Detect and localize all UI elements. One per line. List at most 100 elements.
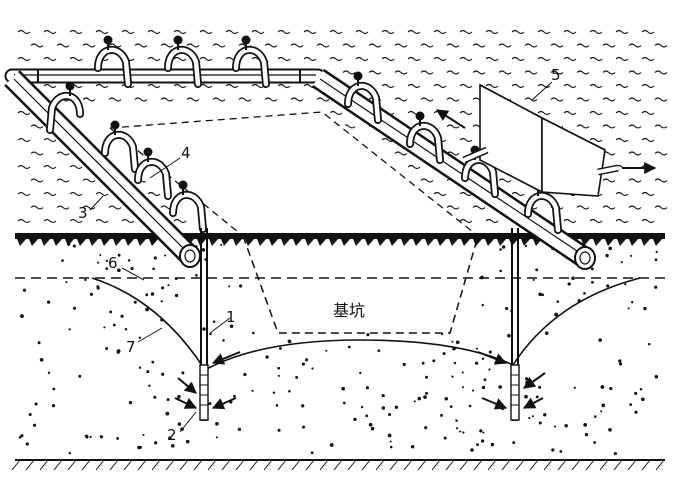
filter-pipe-right: [510, 364, 520, 421]
soil-wave: [56, 43, 70, 48]
soil-wave: [602, 70, 616, 75]
soil-wave: [160, 97, 174, 102]
soil-wave: [43, 191, 57, 197]
soil-wave: [56, 151, 70, 156]
connector-hose: [101, 120, 139, 173]
soil-wave: [43, 29, 57, 35]
soil-wave: [212, 43, 226, 48]
soil-wave: [30, 43, 44, 48]
soil-wave: [563, 110, 577, 116]
soil-wave: [277, 56, 291, 62]
soil-wave: [654, 97, 668, 102]
soil-wave: [602, 205, 616, 210]
soil-wave: [537, 29, 551, 35]
soil-wave: [433, 29, 447, 35]
pit-top-area: [40, 102, 470, 240]
soil-wave: [160, 43, 174, 48]
soil-wave: [485, 56, 499, 62]
soil-wave: [589, 137, 603, 143]
soil-wave: [147, 56, 161, 62]
soil-wave: [329, 56, 343, 62]
header-pipe-back: [4, 68, 326, 84]
soil-wave: [654, 124, 668, 129]
soil-wave: [446, 43, 460, 48]
soil-wave: [329, 110, 343, 116]
soil-wave: [186, 97, 200, 102]
soil-wave: [56, 178, 70, 183]
soil-wave: [355, 29, 369, 35]
soil-wave: [472, 70, 486, 75]
soil-wave: [576, 97, 590, 102]
soil-wave: [420, 97, 434, 102]
soil-wave: [121, 29, 135, 35]
soil-wave: [576, 70, 590, 75]
soil-wave: [381, 56, 395, 62]
soil-wave: [381, 29, 395, 35]
soil-wave: [316, 97, 330, 102]
soil-wave: [641, 110, 655, 116]
soil-wave: [511, 191, 525, 197]
soil-wave: [589, 83, 603, 89]
soil-wave: [316, 43, 330, 48]
pit-outline: [242, 235, 479, 334]
soil-wave: [550, 43, 564, 48]
soil-wave: [43, 83, 57, 89]
soil-wave: [524, 70, 538, 75]
soil-wave: [498, 178, 512, 183]
soil-wave: [277, 29, 291, 35]
soil-wave: [641, 137, 655, 143]
soil-wave: [225, 29, 239, 35]
label-header-pipe: 3: [78, 204, 88, 222]
soil-wave: [329, 29, 343, 35]
soil-wave: [69, 164, 83, 170]
soil-wave: [654, 43, 668, 48]
label-pit: 基坑: [333, 301, 365, 320]
soil-wave: [95, 218, 109, 224]
soil-wave: [628, 43, 642, 48]
soil-wave: [654, 70, 668, 75]
soil-wave: [381, 83, 395, 89]
soil-wave: [368, 43, 382, 48]
soil-wave: [95, 83, 109, 89]
soil-wave: [30, 151, 44, 156]
soil-wave: [459, 191, 473, 197]
soil-wave: [199, 29, 213, 35]
soil-wave: [498, 70, 512, 75]
soil-wave: [368, 70, 382, 75]
soil-wave: [511, 29, 525, 35]
soil-wave: [186, 43, 200, 48]
soil-wave: [602, 124, 616, 129]
soil-wave: [615, 83, 629, 89]
soil-wave: [537, 110, 551, 116]
soil-wave: [589, 218, 603, 224]
soil-wave: [641, 56, 655, 62]
soil-wave: [589, 56, 603, 62]
soil-wave: [602, 97, 616, 102]
soil-wave: [576, 205, 590, 210]
soil-wave: [108, 43, 122, 48]
soil-wave: [17, 191, 31, 197]
soil-wave: [407, 56, 421, 62]
soil-wave: [563, 83, 577, 89]
soil-wave: [303, 29, 317, 35]
soil-wave: [121, 218, 135, 224]
connector-hose: [46, 81, 84, 134]
soil-wave: [407, 83, 421, 89]
soil-wave: [95, 29, 109, 35]
soil-wave: [628, 124, 642, 129]
filter-pipe-left: [199, 364, 209, 421]
soil-wave: [446, 97, 460, 102]
soil-wave: [433, 56, 447, 62]
connector-hose: [134, 147, 172, 200]
soil-wave: [290, 97, 304, 102]
pump-unit: [462, 83, 619, 197]
soil-wave: [82, 178, 96, 183]
soil-wave: [43, 164, 57, 170]
soil-wave: [615, 29, 629, 35]
soil-wave: [576, 43, 590, 48]
soil-wave: [17, 29, 31, 35]
soil-wave: [173, 83, 187, 89]
soil-wave: [485, 218, 499, 224]
lowered-water-table-curve: [91, 277, 641, 372]
